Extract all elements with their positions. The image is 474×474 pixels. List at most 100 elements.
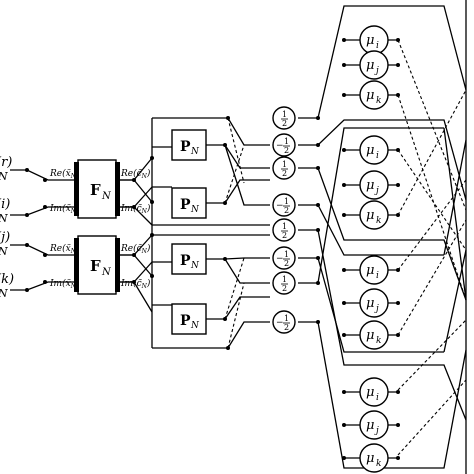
- svg-text:Im(x̃N): Im(x̃N): [49, 278, 80, 290]
- mu-symbol: μ: [366, 208, 374, 223]
- scaler-den: 2: [282, 169, 287, 178]
- scaler-node: 12: [272, 156, 296, 180]
- scaler-node: 12: [272, 218, 296, 242]
- scaler-node: 12: [272, 106, 296, 130]
- scaler-num: 1: [284, 197, 289, 206]
- scaler-minus: −: [276, 141, 284, 151]
- svg-text:N: N: [190, 261, 200, 271]
- mu-symbol: μ: [366, 418, 374, 433]
- svg-text:Im(x̃N): Im(x̃N): [49, 203, 80, 215]
- scaler-den: 2: [284, 146, 289, 155]
- svg-text:N: N: [0, 287, 8, 300]
- input-label-k: (k): [0, 272, 14, 287]
- svg-text:Im(c̃N): Im(c̃N): [120, 278, 151, 290]
- mu-subscript: k: [376, 96, 381, 106]
- mu-symbol: μ: [366, 58, 374, 73]
- scaler-minus: −: [276, 254, 284, 264]
- mu-subscript: k: [376, 336, 381, 346]
- mu-subscript: i: [376, 271, 379, 281]
- svg-text:P: P: [180, 139, 191, 155]
- scaler-node: 12: [272, 271, 296, 295]
- fn-sub: N: [101, 267, 112, 278]
- pn-block-2: P N: [171, 187, 207, 219]
- scaler-den: 2: [282, 284, 287, 293]
- svg-text:P: P: [180, 197, 191, 213]
- svg-text:Re(x̃N): Re(x̃N): [49, 243, 80, 255]
- input-labels: (r) N (i) N (j) N (k) N: [0, 155, 14, 300]
- mu-symbol: μ: [366, 328, 374, 343]
- scaler-num: 1: [284, 314, 289, 323]
- mu-symbol: μ: [366, 178, 374, 193]
- butterfly-wires: [200, 117, 270, 349]
- scaler-den: 2: [284, 323, 289, 332]
- scaler-minus: −: [276, 318, 284, 328]
- mu-network-wires: [298, 0, 467, 474]
- svg-text:N: N: [190, 147, 200, 157]
- fn-input-labels: Re(x̃N) Im(x̃N) Re(x̃N) Im(x̃N): [49, 168, 80, 290]
- mu-symbol: μ: [366, 263, 374, 278]
- svg-text:Re(x̃N): Re(x̃N): [49, 168, 80, 180]
- scaler-den: 2: [284, 259, 289, 268]
- scaler-node: −12: [272, 246, 296, 270]
- svg-text:N: N: [0, 170, 8, 183]
- mu-subscript: i: [376, 41, 379, 51]
- input-label-r: (r): [0, 155, 12, 170]
- fn-output-labels: Re(c̃N) Im(c̃N) Re(c̃N) Im(c̃N): [120, 168, 151, 290]
- svg-text:N: N: [190, 321, 200, 331]
- svg-text:Im(c̃N): Im(c̃N): [120, 203, 151, 215]
- fn-block-1: F N: [74, 159, 120, 219]
- scaler-den: 2: [282, 231, 287, 240]
- svg-text:Re(c̃N): Re(c̃N): [120, 168, 151, 180]
- fn-sub: N: [101, 191, 112, 202]
- mu-subscript: j: [374, 304, 379, 314]
- svg-text:Re(c̃N): Re(c̃N): [120, 243, 151, 255]
- mu-subscript: i: [376, 393, 379, 403]
- input-label-j: (j): [0, 230, 10, 245]
- mu-symbol: μ: [366, 296, 374, 311]
- mu-subscript: k: [376, 459, 381, 469]
- mu-subscript: i: [376, 151, 379, 161]
- mu-symbol: μ: [366, 88, 374, 103]
- scaler-den: 2: [282, 119, 287, 128]
- mu-symbol: μ: [366, 385, 374, 400]
- scaler-minus: −: [276, 201, 284, 211]
- scaler-node: −12: [272, 193, 296, 217]
- mu-subscript: j: [374, 66, 379, 76]
- input-wires: [10, 169, 78, 291]
- mu-symbol: μ: [366, 143, 374, 158]
- svg-text:N: N: [0, 212, 8, 225]
- mu-subscript: j: [374, 186, 379, 196]
- scaler-node: −12: [272, 133, 296, 157]
- pn-block-4: P N: [171, 303, 207, 335]
- fn-block-2: F N: [74, 235, 120, 295]
- fn-label: F: [90, 181, 101, 199]
- mu-subscript: j: [374, 426, 379, 436]
- input-label-i: (i): [0, 197, 10, 212]
- scaler-num: 1: [282, 110, 287, 119]
- scaler-num: 1: [282, 275, 287, 284]
- mu-symbol: μ: [366, 33, 374, 48]
- svg-text:N: N: [0, 245, 8, 258]
- mu-symbol: μ: [366, 451, 374, 466]
- svg-text:P: P: [180, 313, 191, 329]
- svg-text:P: P: [180, 253, 191, 269]
- svg-text:N: N: [190, 205, 200, 215]
- scaler-num: 1: [282, 222, 287, 231]
- scaler-node: −12: [272, 310, 296, 334]
- pn-block-1: P N: [171, 129, 207, 161]
- scaler-num: 1: [284, 250, 289, 259]
- mu-subscript: k: [376, 216, 381, 226]
